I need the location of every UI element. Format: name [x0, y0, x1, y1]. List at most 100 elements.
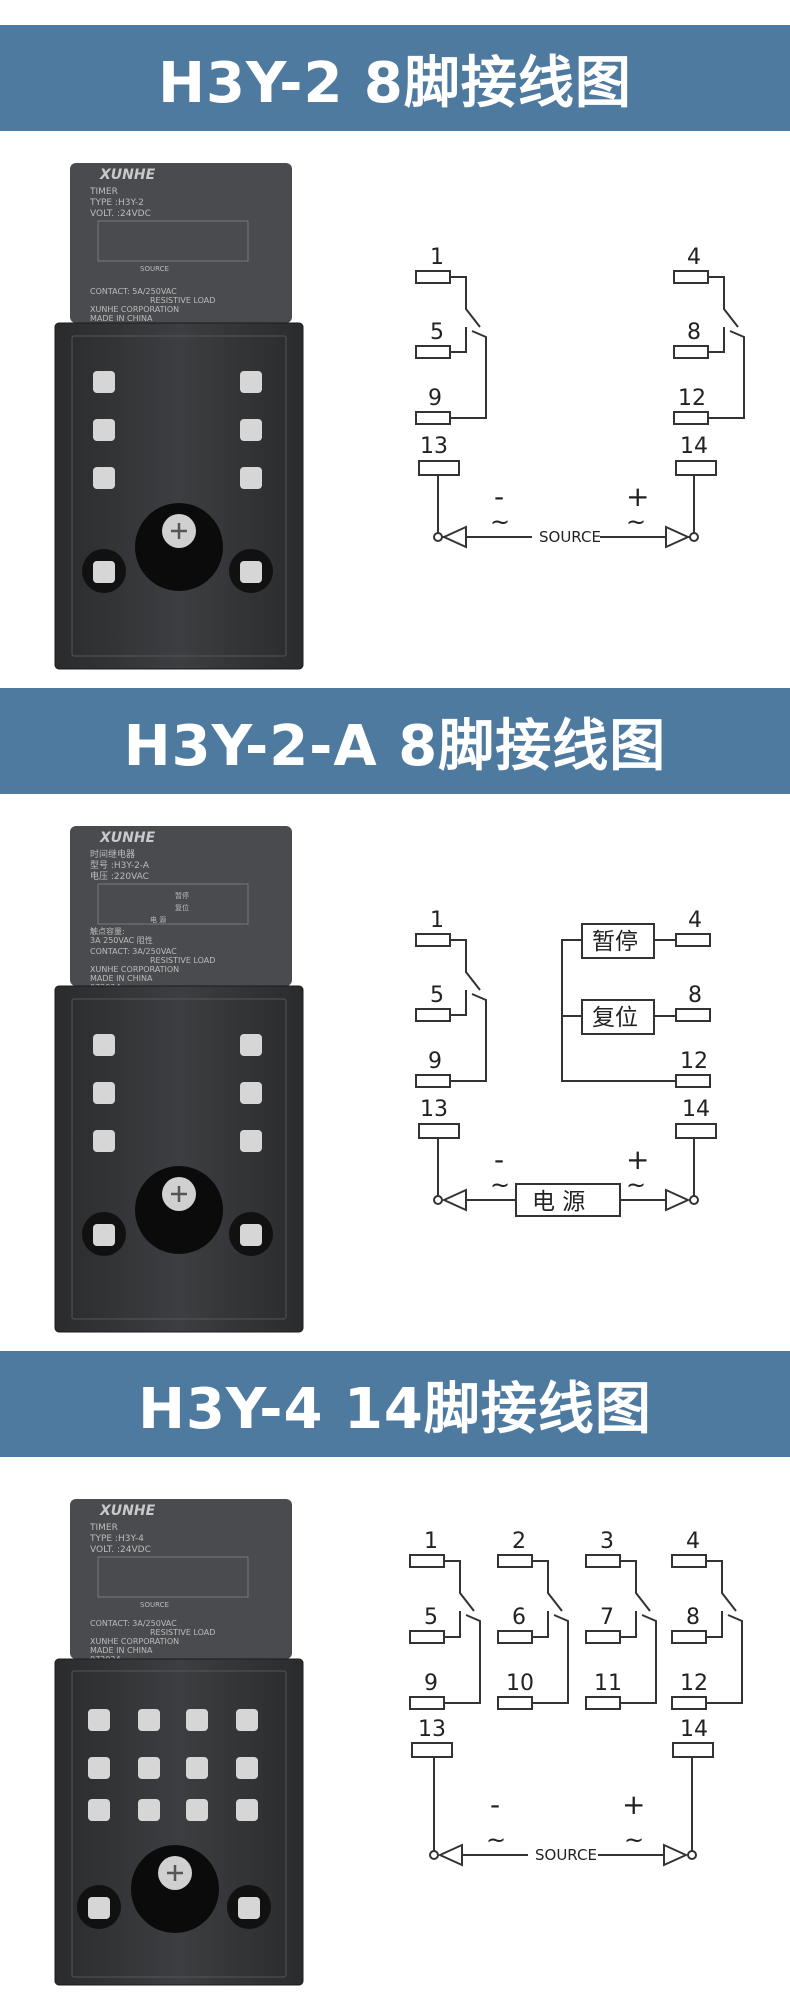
socket-column-left: [82, 1034, 126, 1256]
pin-label-12: 12: [680, 1671, 708, 1696]
section-2: XUNHE 时间继电器 型号 :H3Y-2-A 电压 :220VAC 暂停 复位…: [0, 794, 790, 1351]
pin-label-13: 13: [420, 1097, 448, 1122]
device-line-1: TIMER: [89, 1523, 118, 1533]
contact-line-3: CONTACT: 3A/250VAC: [90, 947, 177, 956]
contact-line-1: CONTACT: 5A/250VAC: [90, 287, 177, 296]
device-line-1: 时间继电器: [90, 848, 135, 860]
contact-line-1: 触点容量:: [90, 926, 125, 936]
plus-sign: +: [626, 1143, 649, 1176]
section-1-header: H3Y-2 8脚接线图: [0, 25, 790, 131]
pin-12-terminal: [673, 411, 709, 425]
contact-line-2: 3A 250VAC 阻性: [90, 935, 153, 945]
tilde-right: ~: [624, 1826, 644, 1854]
contact-line-4: MADE IN CHINA: [90, 1646, 153, 1655]
pin-label-5: 5: [424, 1605, 438, 1630]
wiring-diagram-h3y-2: 1 5 9 13 4 8 12 14 - + ~ ~ SOURCE: [415, 245, 745, 549]
pin-label-12: 12: [680, 1049, 708, 1074]
pin-14-terminal: [675, 460, 717, 476]
section-1: XUNHE TIMER TYPE :H3Y-2 VOLT. :24VDC SOU…: [0, 131, 790, 688]
pin-label-4: 4: [687, 245, 701, 270]
mini-diagram: [97, 220, 249, 262]
pin-label-8: 8: [688, 983, 702, 1008]
mini-pause: 暂停: [175, 891, 189, 900]
contact-line-5: XUNHE CORPORATION: [90, 965, 179, 974]
mini-power: 电 源: [150, 915, 166, 924]
device-line-2: TYPE :H3Y-4: [89, 1534, 144, 1544]
tilde-right: ~: [626, 508, 646, 536]
pin-label-9: 9: [428, 1049, 442, 1074]
pin-4-terminal: [673, 270, 709, 284]
pause-label: 暂停: [592, 929, 638, 955]
pin-label-3: 3: [600, 1529, 614, 1554]
pin-label-6: 6: [512, 1605, 526, 1630]
brand-logo: XUNHE: [99, 830, 156, 846]
contact-line-1: CONTACT: 3A/250VAC: [90, 1619, 177, 1628]
socket-column-right: [229, 371, 273, 593]
wiring-diagram-h3y-4: 1 2 3 4 5 6 7 8 9 10 11 12 13 14 - + ~ ~…: [409, 1529, 743, 1867]
mini-reset: 复位: [175, 903, 189, 912]
contact-line-2: RESISTIVE LOAD: [150, 1628, 215, 1637]
device-line-1: TIMER: [89, 187, 118, 197]
device-line-3: VOLT. :24VDC: [90, 1545, 151, 1555]
pin-label-5: 5: [430, 320, 444, 345]
pin-13-terminal: [418, 460, 460, 476]
section-2-header: H3Y-2-A 8脚接线图: [0, 688, 790, 794]
pin-label-7: 7: [600, 1605, 614, 1630]
device-top-label: [70, 163, 292, 323]
reset-label: 复位: [592, 1005, 638, 1031]
plus-sign: +: [626, 480, 649, 513]
pin-5-terminal: [415, 345, 451, 359]
pin-label-5: 5: [430, 983, 444, 1008]
contact-line-3: XUNHE CORPORATION: [90, 305, 179, 314]
pin-label-8: 8: [686, 1605, 700, 1630]
tilde-left: ~: [490, 508, 510, 536]
pin-label-12: 12: [678, 386, 706, 411]
device-h3y-2-a: XUNHE 时间继电器 型号 :H3Y-2-A 电压 :220VAC 暂停 复位…: [54, 826, 304, 1333]
pin-8-terminal: [673, 345, 709, 359]
device-line-2: 型号 :H3Y-2-A: [90, 860, 150, 871]
tilde-right: ~: [626, 1171, 646, 1199]
brand-logo: XUNHE: [99, 1503, 156, 1519]
pin-label-1: 1: [430, 245, 444, 270]
pin-label-11: 11: [594, 1671, 622, 1696]
pin-label-9: 9: [428, 386, 442, 411]
pin-label-10: 10: [506, 1671, 534, 1696]
pin-label-4: 4: [688, 908, 702, 933]
device-line-3: 电压 :220VAC: [90, 870, 149, 882]
section-3: XUNHE TIMER TYPE :H3Y-4 VOLT. :24VDC SOU…: [0, 1457, 790, 1997]
minus-sign: -: [490, 1788, 500, 1821]
pin-label-1: 1: [424, 1529, 438, 1554]
pin-label-4: 4: [686, 1529, 700, 1554]
source-label: SOURCE: [535, 1846, 597, 1864]
tilde-left: ~: [486, 1826, 506, 1854]
pin-label-9: 9: [424, 1671, 438, 1696]
pin-1-terminal: [415, 270, 451, 284]
power-label: 电 源: [532, 1189, 585, 1215]
contact-line-6: MADE IN CHINA: [90, 974, 153, 983]
pin-label-13: 13: [418, 1717, 446, 1742]
device-h3y-4: XUNHE TIMER TYPE :H3Y-4 VOLT. :24VDC SOU…: [54, 1499, 304, 1986]
device-h3y-2: XUNHE TIMER TYPE :H3Y-2 VOLT. :24VDC SOU…: [54, 163, 304, 670]
device-line-2: TYPE :H3Y-2: [89, 198, 144, 208]
device-line-3: VOLT. :24VDC: [90, 209, 151, 219]
pin-9-terminal: [415, 411, 451, 425]
tilde-left: ~: [490, 1171, 510, 1199]
contact-line-2: RESISTIVE LOAD: [150, 296, 215, 305]
minus-sign: -: [494, 480, 504, 513]
socket-column-right: [229, 1034, 273, 1256]
contact-line-3: XUNHE CORPORATION: [90, 1637, 179, 1646]
pin-label-1: 1: [430, 908, 444, 933]
contact-line-4: MADE IN CHINA: [90, 314, 153, 323]
socket-column-left: [82, 371, 126, 593]
section-3-title: H3Y-4 14脚接线图: [138, 1376, 652, 1442]
pin-label-8: 8: [687, 320, 701, 345]
pin-label-14: 14: [680, 1717, 708, 1742]
socket-grid: [88, 1709, 258, 1821]
minus-sign: -: [494, 1143, 504, 1176]
pin-label-13: 13: [420, 434, 448, 459]
section-3-header: H3Y-4 14脚接线图: [0, 1351, 790, 1457]
plus-sign: +: [622, 1788, 645, 1821]
section-2-title: H3Y-2-A 8脚接线图: [123, 713, 667, 779]
contact-line-4: RESISTIVE LOAD: [150, 956, 215, 965]
wiring-diagram-h3y-2-a: 1 5 9 13 4 8 12 14 暂停 复位 电 源 - + ~ ~: [415, 908, 717, 1217]
